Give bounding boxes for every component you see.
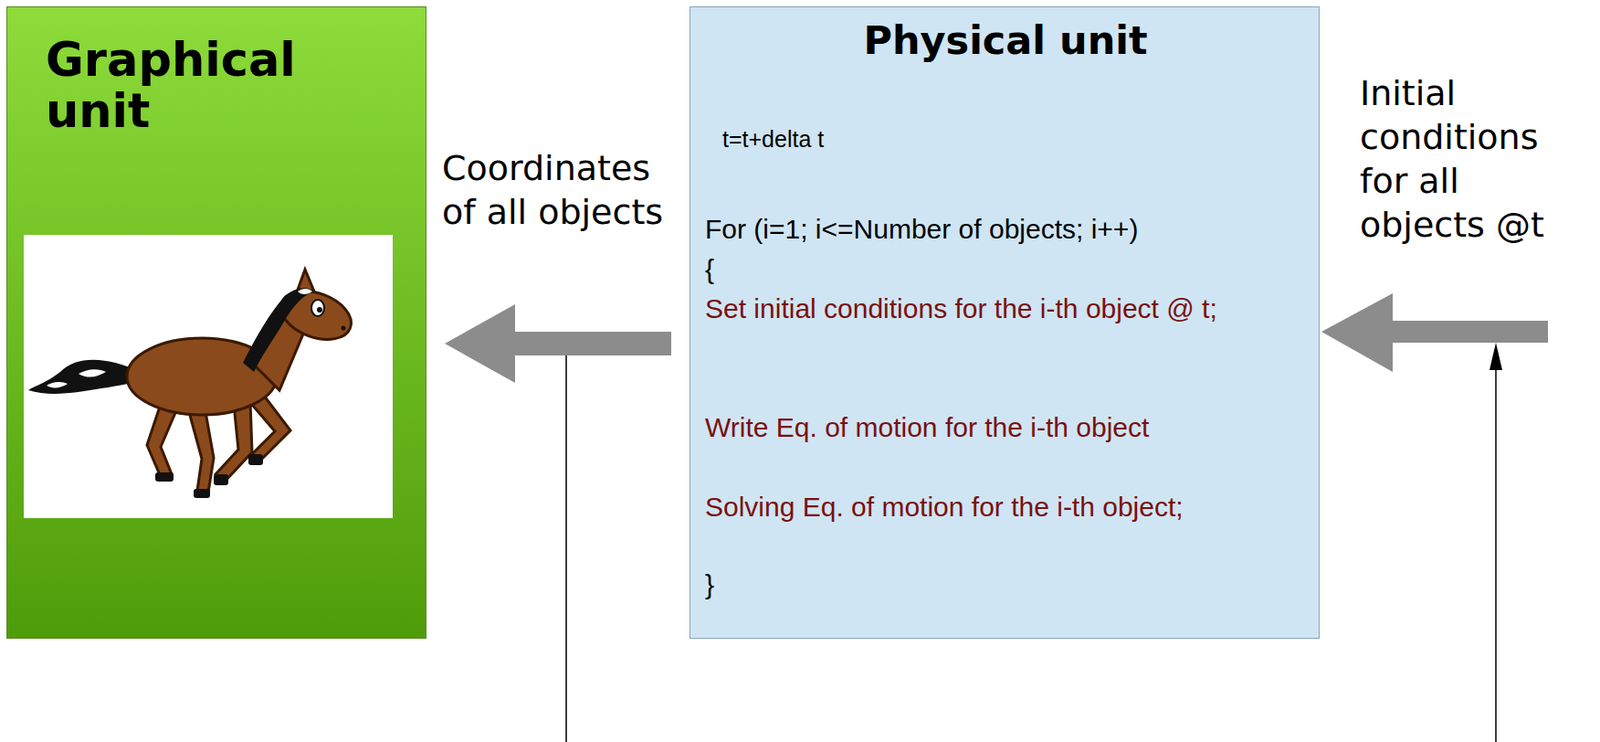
code-line: For (i=1; i<=Number of objects; i++) <box>705 210 1317 249</box>
horse-illustration <box>23 234 393 518</box>
unit-title: Graphical unit <box>45 34 411 137</box>
leader-arrowhead <box>1489 342 1503 370</box>
physical-unit-box: Physical unit t=t+delta t For (i=1; i<=Num… <box>689 6 1320 639</box>
data-flow-arrow <box>444 304 672 383</box>
unit-title: Physical unit <box>690 16 1321 64</box>
code-step: Write Eq. of motion for the i-th object <box>705 408 1317 447</box>
leader-line <box>1494 357 1497 742</box>
input-arrow <box>1321 293 1548 372</box>
leader-line <box>565 355 568 742</box>
code-step: Set initial conditions for the i-th obje… <box>705 289 1253 328</box>
annotation-label: Initial conditions for all objects @t <box>1359 71 1593 247</box>
code-step: Solving Eq. of motion for the i-th objec… <box>705 487 1253 527</box>
code-line: } <box>705 565 1253 604</box>
graphical-unit-box: Graphical unit <box>6 6 427 639</box>
code-line: t=t+delta t <box>722 125 1271 153</box>
code-line: { <box>705 250 1253 289</box>
edge-label: Coordinates of all objects <box>442 146 685 234</box>
